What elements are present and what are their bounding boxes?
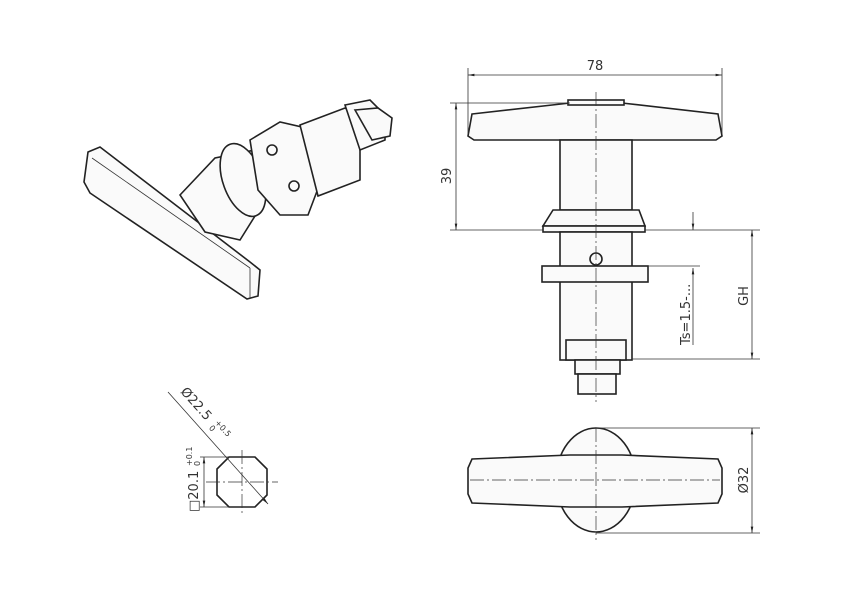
width-dimension: 78 bbox=[467, 59, 723, 134]
width-label: 78 bbox=[587, 59, 604, 74]
square-tol-upper: +0.1 bbox=[185, 447, 194, 466]
hole-diameter-tol-upper: +0.5 bbox=[213, 418, 233, 438]
grip-height-dimension: GH bbox=[632, 230, 760, 360]
grip-height-label: GH bbox=[737, 286, 752, 306]
isometric-view bbox=[83, 99, 393, 300]
thickness-label: Ts=1.5-... bbox=[679, 284, 694, 346]
thickness-dimension: Ts=1.5-... bbox=[645, 212, 760, 346]
diameter-label: Ø32 bbox=[737, 467, 752, 494]
panel-cutout: Ø22.5 +0.5 0 □20.1 +0.1 0 bbox=[167, 385, 278, 514]
height-dimension: 39 bbox=[440, 102, 570, 231]
plan-view: Ø32 bbox=[467, 427, 760, 540]
hole-diameter-tol-lower: 0 bbox=[207, 424, 217, 434]
square-label: □20.1 bbox=[187, 471, 202, 512]
height-label: 39 bbox=[440, 168, 455, 185]
square-tol-lower: 0 bbox=[193, 461, 202, 466]
front-view bbox=[467, 92, 723, 402]
hole-diameter-label: Ø22.5 bbox=[177, 385, 214, 424]
